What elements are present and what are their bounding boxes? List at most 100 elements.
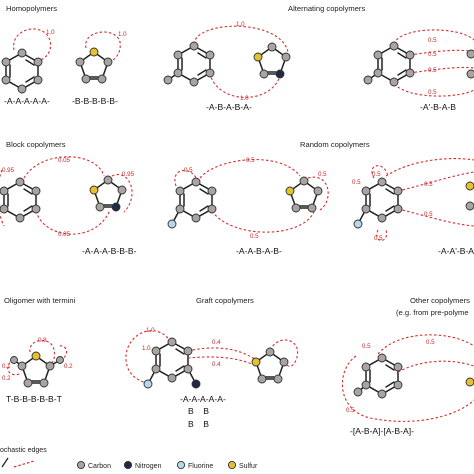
sequence-random-2: -A-A'-B-A [438, 246, 474, 256]
carbon-atom [377, 213, 387, 223]
carbon-atom [363, 75, 373, 85]
sulfur-atom [465, 377, 474, 387]
stochastic-edge-alt-bottom [209, 72, 281, 98]
carbon-atom [17, 361, 27, 371]
title-other-copolymers: Other copolymers [410, 296, 470, 305]
carbon-atom [353, 387, 363, 397]
nitrogen-atom [191, 379, 201, 389]
carbon-atom [361, 204, 371, 214]
edge-weight: 0.2 [64, 363, 73, 370]
legend-fluorine-label: Fluorine [188, 463, 213, 470]
legend-sulfur-icon [227, 460, 237, 470]
carbon-atom [39, 378, 49, 388]
sequence-block: -A-A-A-B-B-B- [82, 246, 137, 256]
alternating-copolymer-2: 0.5 0.5 0.5 0.5 -A'-B-A-B [363, 29, 474, 112]
carbon-atom [267, 42, 277, 52]
edge-weight: 0.5 [374, 235, 383, 242]
legend: ochastic edges Carbon Nitrogen Fluorine … [0, 447, 258, 470]
carbon-atom [173, 50, 183, 60]
carbon-atom [405, 50, 415, 60]
carbon-atom [279, 357, 289, 367]
random-copolymer-2: 0.5 0.5 0.5 0.5 0.5 -A-A'-B-A [352, 158, 474, 256]
carbon-atom [257, 374, 267, 384]
carbon-atom [17, 48, 27, 58]
fluorine-atom [353, 219, 363, 229]
carbon-atom [189, 77, 199, 87]
legend-fluorine-icon [176, 460, 186, 470]
edge-weight: 0.05 [58, 231, 71, 238]
block-copolymer: 0.95 0.05 0.95 0.05 -A-A-A-B-B-B- [0, 156, 137, 256]
edge-weight: 0.4 [212, 339, 221, 346]
sulfur-atom [465, 181, 474, 191]
carbon-atom [273, 374, 283, 384]
title-homopolymers: Homopolymers [6, 4, 57, 13]
title-random-copolymers: Random copolymers [300, 140, 370, 149]
carbon-atom [175, 204, 185, 214]
sulfur-atom [251, 357, 261, 367]
carbon-atom [33, 75, 43, 85]
carbon-atom [377, 177, 387, 187]
legend-carbon-icon [76, 460, 86, 470]
carbon-atom [183, 364, 193, 374]
carbon-atom [189, 41, 199, 51]
edge-weight: 0.5 [362, 343, 371, 350]
carbon-atom [207, 204, 217, 214]
carbon-atom [183, 346, 193, 356]
carbon-atom [205, 50, 215, 60]
stochastic-edge-homo-a [13, 28, 52, 61]
subtitle-other-copolymers: (e.g. from pre-polyme [396, 308, 469, 317]
carbon-atom [191, 177, 201, 187]
homopolymer-a: 1.0 -A-A-A-A-A- [1, 28, 55, 106]
carbon-atom [17, 84, 27, 94]
edge-weight: 0.5 [246, 157, 255, 164]
nitrogen-atom [111, 202, 121, 212]
title-block-copolymers: Block copolymers [6, 140, 66, 149]
fluorine-atom [143, 379, 153, 389]
oligomer-with-termini: 0.8 0.1 0.2 0.2 T-B-B-B-B-B-T [2, 337, 73, 404]
carbon-atom [207, 186, 217, 196]
edge-weight: 0.5 [428, 67, 437, 74]
edge-weight: 0.95 [122, 171, 135, 178]
carbon-atom [1, 75, 11, 85]
carbon-atom [389, 77, 399, 87]
carbon-atom [75, 57, 85, 67]
edge-weight: 0.5 [372, 171, 381, 178]
carbon-atom [361, 380, 371, 390]
edge-weight: 0.5 [346, 407, 355, 414]
edge-weight: 0.5 [318, 171, 327, 178]
edge-weight: 0.5 [352, 179, 361, 186]
sequence-other: -[A-B-A]-[A-B-A]- [350, 426, 414, 436]
edge-weight: 0.05 [58, 157, 71, 164]
edge-weight: 0.5 [426, 339, 435, 346]
legend-nitrogen-icon [123, 460, 133, 470]
edge-weight: 0.5 [428, 89, 437, 96]
graft-copolymer: 1.0 0.4 0.4 1.0 -A-A-A-A-A- B B B B [125, 327, 299, 429]
carbon-atom [175, 186, 185, 196]
stochastic-edge-homo-b [85, 31, 121, 63]
carbon-atom [0, 204, 9, 214]
carbon-atom [307, 203, 317, 213]
carbon-atom [205, 68, 215, 78]
carbon-atom [81, 74, 91, 84]
carbon-atom [151, 364, 161, 374]
carbon-atom [313, 186, 323, 196]
title-alternating-copolymers: Alternating copolymers [288, 4, 365, 13]
carbon-atom [23, 378, 33, 388]
edge-weight: 1.0 [240, 95, 249, 102]
edge-weight: 0.1 [2, 363, 11, 370]
nitrogen-atom [275, 69, 285, 79]
sulfur-atom [31, 351, 41, 361]
legend-stochastic-edge-icon [13, 460, 35, 468]
carbon-atom [466, 69, 474, 79]
edge-weight: 0.5 [184, 167, 193, 174]
carbon-atom [393, 186, 403, 196]
carbon-atom [103, 57, 113, 67]
carbon-atom [167, 337, 177, 347]
edge-weight: 1.0 [146, 327, 155, 334]
carbon-atom [0, 186, 9, 196]
sequence-homo-b: -B-B-B-B-B- [72, 96, 118, 106]
carbon-atom [97, 74, 107, 84]
sulfur-atom [253, 52, 263, 62]
carbon-atom [117, 185, 127, 195]
